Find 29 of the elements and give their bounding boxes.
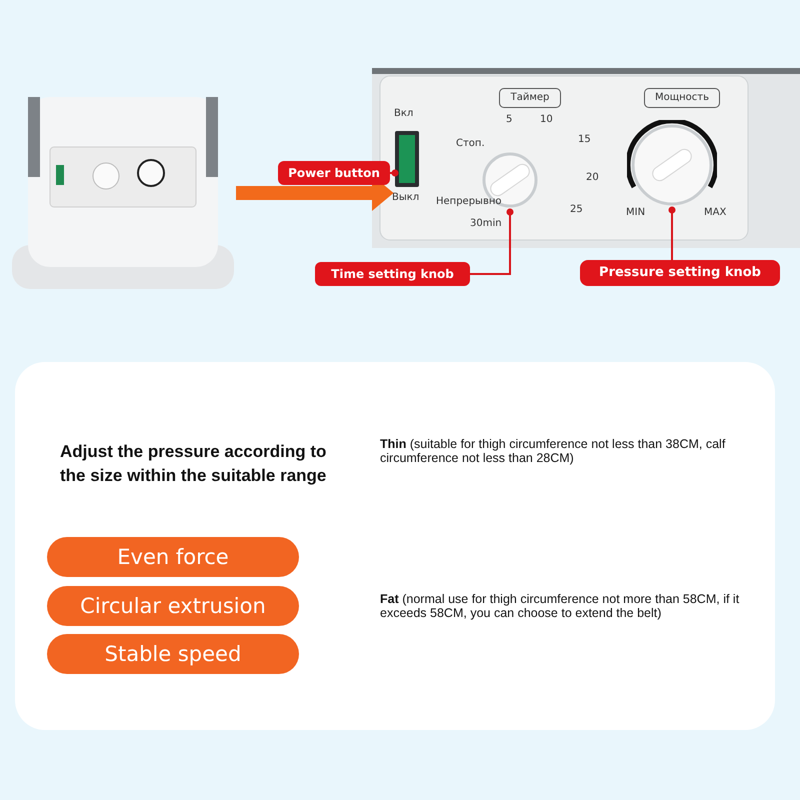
leader-line (390, 170, 398, 176)
feature-card (15, 362, 775, 730)
leader-line (668, 206, 676, 260)
dial-scale-label: 20 (586, 172, 599, 183)
dial-scale-label: Стоп. (456, 138, 485, 149)
dial-scale-label: 10 (540, 114, 553, 125)
rocker-switch (395, 131, 419, 187)
size-note: Thin (suitable for thigh circumference not less than 38CM, calf circumference not less than 28CM) (380, 437, 726, 465)
dial-scale-label: MAX (704, 207, 726, 218)
feature-pill: Stable speed (47, 634, 299, 674)
size-note: Fat (normal use for thigh circumference not more than 58CM, if it exceeds 58CM, you can choose to extend the belt) (380, 592, 740, 620)
dial-scale-label: Непрерывно (436, 196, 502, 207)
massager-device-picture (10, 95, 236, 291)
switch-label: Выкл (392, 192, 420, 203)
dial-title: Таймер (499, 88, 561, 108)
callout-label: Power button (278, 161, 390, 185)
dial-scale-label: 25 (570, 204, 583, 215)
dial-scale-label: 15 (578, 134, 591, 145)
callout-label: Pressure setting knob (580, 260, 780, 286)
feature-pill: Circular extrusion (47, 586, 299, 626)
feature-pill: Even force (47, 537, 299, 577)
dial-scale-label: MIN (626, 207, 646, 218)
dial-scale-label: 30min (470, 218, 502, 229)
callout-label: Time setting knob (315, 262, 470, 286)
switch-label: Вкл (394, 108, 414, 119)
dial-title: Мощность (644, 88, 720, 108)
dial-scale-label: 5 (506, 114, 512, 125)
leader-line (470, 208, 514, 275)
heading-text: Adjust the pressure according to the size within the suitable range (60, 441, 328, 487)
